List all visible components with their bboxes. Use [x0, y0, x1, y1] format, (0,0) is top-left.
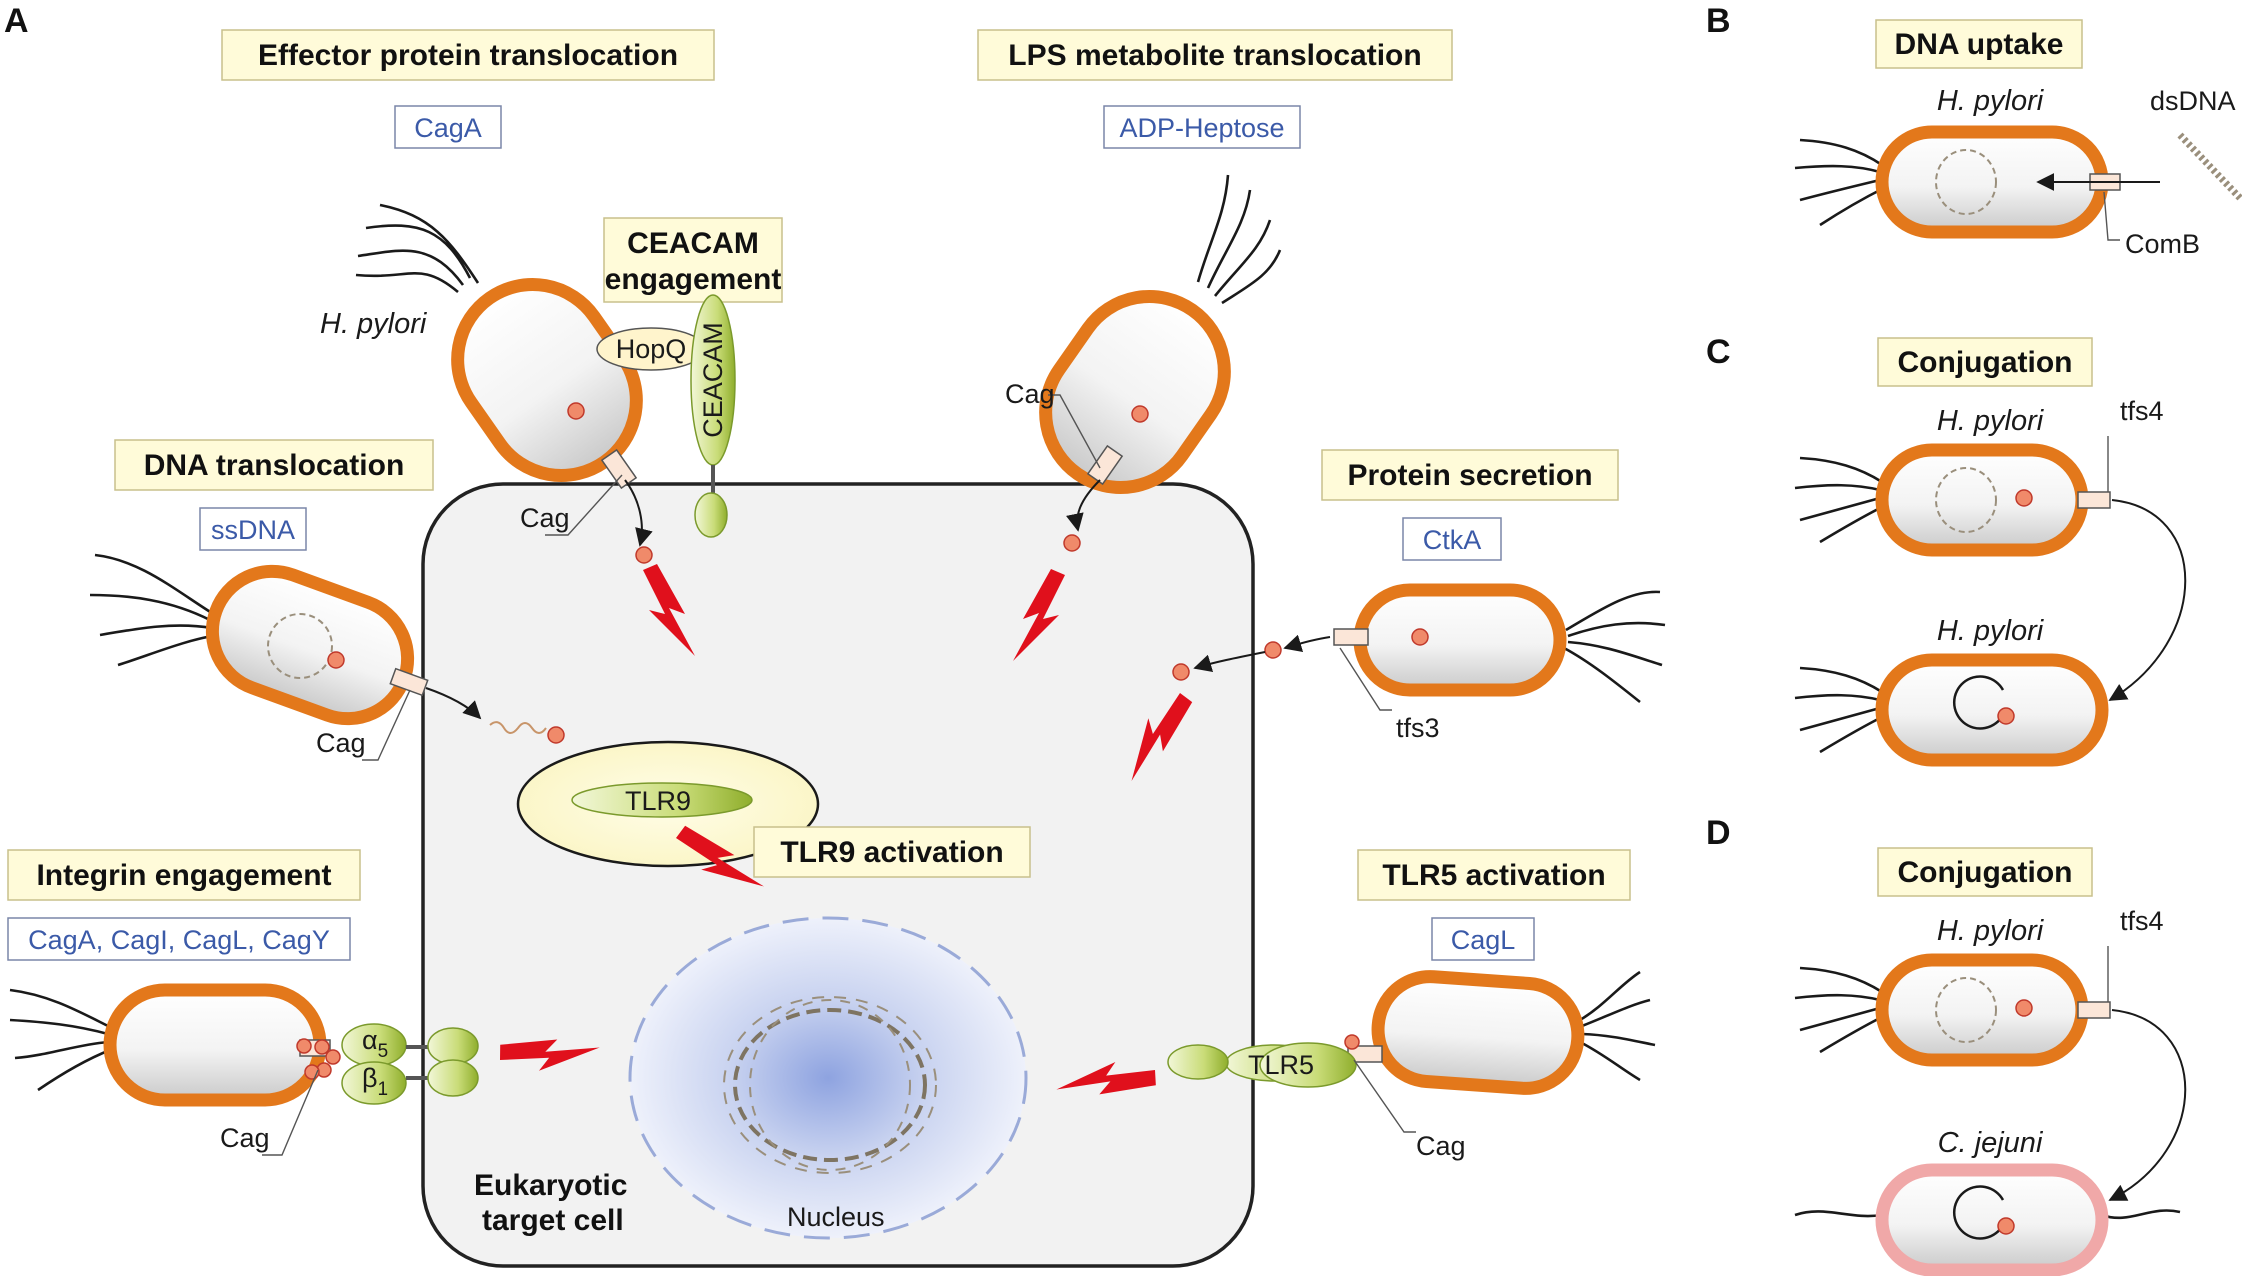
box-dna-uptake	[1875, 19, 2083, 69]
substrate-caga-box	[394, 105, 502, 149]
hpylori-label-c1: H. pylori	[1937, 405, 2045, 437]
box-conjugation-c	[1877, 337, 2093, 387]
beta1-symbol: β	[362, 1063, 378, 1093]
box-integrin-text: Integrin engagement	[36, 859, 331, 892]
cag-leader-integrin	[262, 1069, 319, 1156]
beta1-label: β1	[362, 1063, 388, 1100]
substrate-cagl: CagL	[1451, 925, 1516, 955]
hpylori-label-c2: H. pylori	[1937, 615, 2045, 647]
comb-label: ComB	[2125, 229, 2200, 259]
box-lps-text: LPS metabolite translocation	[1008, 39, 1421, 72]
box-dna-translocation	[114, 439, 434, 491]
substrate-adp-heptose-box	[1103, 105, 1301, 149]
cag-leader-dna	[362, 689, 411, 761]
box-tlr9-activation-text: TLR9 activation	[780, 836, 1003, 869]
cag-leader-lps	[1048, 394, 1101, 469]
panel-label-a: A	[4, 2, 29, 40]
substrate-ctka: CtkA	[1423, 525, 1482, 555]
tlr5-label: TLR5	[1248, 1050, 1314, 1080]
ceacam-label: CEACAM	[698, 322, 728, 438]
box-ceacam-line1: CEACAM	[627, 227, 759, 260]
tlr5-ectodomain	[1167, 1044, 1229, 1080]
hpylori-label-b: H. pylori	[1937, 85, 2045, 117]
cell-label-line2: target cell	[482, 1204, 624, 1237]
alpha5-symbol: α	[362, 1025, 378, 1055]
box-conjugation-c-text: Conjugation	[1898, 346, 2073, 379]
box-effector	[221, 29, 715, 81]
box-ceacam-line2: engagement	[605, 263, 782, 296]
tfs3-leader	[1339, 647, 1392, 711]
cag-label-dna: Cag	[316, 728, 366, 758]
box-tlr5-activation	[1357, 849, 1631, 901]
cag-label-lps: Cag	[1005, 379, 1055, 409]
alpha5-label: α5	[362, 1025, 388, 1062]
bacterium-tlr5	[1344, 970, 1656, 1095]
hopq-label: HopQ	[616, 334, 687, 364]
bacterium-cjejuni	[1794, 1163, 2181, 1276]
bacterium-dna	[89, 553, 565, 744]
box-effector-text: Effector protein translocation	[258, 39, 678, 72]
cag-leader-tlr5	[1353, 1059, 1416, 1133]
substrate-integrin-box	[7, 917, 351, 961]
cag-label-tlr5: Cag	[1416, 1131, 1466, 1161]
box-tlr9-activation	[753, 826, 1031, 878]
box-dna-uptake-text: DNA uptake	[1895, 28, 2064, 61]
substrate-caga: CagA	[414, 113, 482, 143]
ceacam-anchor	[694, 492, 728, 538]
cag-leader-effector	[545, 474, 623, 536]
substrate-adp-heptose: ADP-Heptose	[1119, 113, 1284, 143]
nucleus-label: Nucleus	[787, 1202, 885, 1232]
bacterium-donor-d	[1794, 953, 2187, 1201]
box-dna-translocation-text: DNA translocation	[144, 449, 405, 482]
substrate-ssdna-box	[199, 507, 307, 551]
tfs4-label-d: tfs4	[2120, 906, 2164, 936]
tlr9-receptor	[571, 782, 753, 818]
substrate-ctka-box	[1402, 517, 1502, 561]
nucleus	[628, 916, 1028, 1240]
tfs3-label: tfs3	[1396, 713, 1440, 743]
dsdna-label: dsDNA	[2150, 86, 2236, 116]
tfs4-label-c: tfs4	[2120, 396, 2164, 426]
cjejuni-label: C. jejuni	[1938, 1127, 2044, 1159]
beta1-subscript: 1	[378, 1079, 389, 1100]
substrate-cagl-box	[1431, 917, 1535, 961]
bacterium-integrin	[9, 983, 341, 1107]
box-conjugation-d	[1877, 847, 2093, 897]
box-tlr5-activation-text: TLR5 activation	[1382, 859, 1605, 892]
cag-label-integrin: Cag	[220, 1123, 270, 1153]
dsdna-strand	[2177, 132, 2242, 201]
tlr5-receptor	[1259, 1042, 1357, 1088]
tlr9-label: TLR9	[625, 786, 691, 816]
cag-label-effector: Cag	[520, 503, 570, 533]
substrate-ssdna: ssDNA	[211, 515, 295, 545]
panel-label-d: D	[1706, 814, 1731, 852]
bacterium-lps	[1039, 174, 1282, 552]
box-integrin	[7, 849, 361, 901]
integrin-beta1-domain	[427, 1059, 479, 1097]
box-conjugation-d-text: Conjugation	[1898, 856, 2073, 889]
bacterium-dna-uptake	[1794, 125, 2160, 239]
hpylori-label-a: H. pylori	[320, 308, 428, 340]
panel-label-c: C	[1706, 333, 1731, 371]
box-protein-secretion	[1321, 449, 1619, 501]
box-protein-secretion-text: Protein secretion	[1347, 459, 1592, 492]
integrin-alpha5-domain	[427, 1027, 479, 1065]
bacterium-secretion	[1172, 583, 1666, 704]
integrin-beta1	[341, 1061, 407, 1105]
box-ceacam	[603, 217, 783, 303]
panel-label-b: B	[1706, 2, 1731, 40]
bacterium-donor-c	[1794, 443, 2187, 701]
box-lps	[977, 29, 1453, 81]
cell-label-line1: Eukaryotic	[474, 1169, 627, 1202]
comb-leader	[2103, 191, 2120, 241]
hpylori-label-d: H. pylori	[1937, 915, 2045, 947]
alpha5-subscript: 5	[378, 1041, 389, 1062]
bacterium-recipient-c	[1794, 653, 2109, 767]
substrate-integrin-ligands: CagA, CagI, CagL, CagY	[28, 925, 330, 955]
